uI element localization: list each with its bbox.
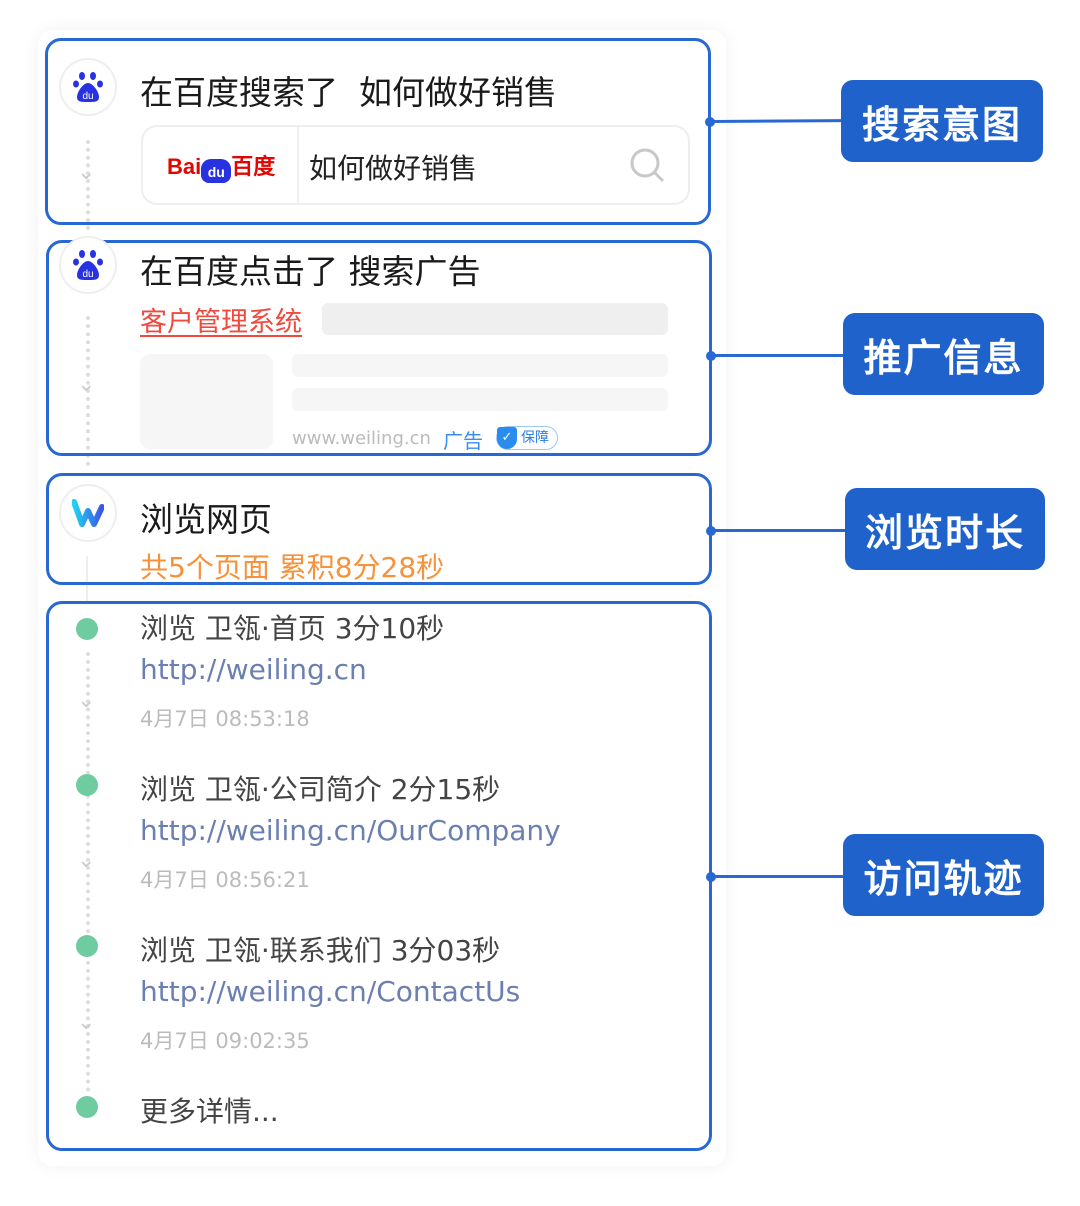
ad-domain: www.weiling.cn [292, 428, 431, 449]
ad-title: 在百度点击了 搜索广告 [140, 252, 481, 291]
svg-text:du: du [82, 91, 93, 102]
ad-link[interactable]: 客户管理系统 [140, 307, 302, 338]
chevron-down-icon: ⌄ [77, 160, 96, 185]
chevron-down-icon: ⌄ [77, 688, 96, 713]
placeholder-bar [292, 388, 668, 411]
label-browse-duration: 浏览时长 [845, 488, 1045, 570]
divider [297, 127, 299, 203]
visit-url[interactable]: http://weiling.cn/OurCompany [140, 814, 561, 847]
timeline-dot [76, 1096, 98, 1118]
search-query-input[interactable]: 如何做好销售 [309, 152, 478, 185]
timeline-line [86, 556, 88, 604]
browse-title: 浏览网页 [140, 500, 272, 539]
visit-title: 浏览 卫瓴·首页 3分10秒 [140, 612, 445, 645]
placeholder-image [140, 354, 273, 449]
visit-time: 4月7日 08:53:18 [140, 707, 310, 731]
visit-title: 浏览 卫瓴·联系我们 3分03秒 [140, 934, 501, 967]
visit-title: 浏览 卫瓴·公司简介 2分15秒 [140, 773, 501, 806]
more-details-link[interactable]: 更多详情... [140, 1095, 279, 1128]
guarantee-badge: ✓ 保障 [496, 426, 558, 450]
baidu-paw-icon: du [73, 72, 103, 102]
timeline-dot [76, 774, 98, 796]
shield-check-icon: ✓ [497, 427, 517, 449]
badge-text: 保障 [521, 430, 549, 446]
placeholder-bar [292, 354, 668, 377]
visit-time: 4月7日 09:02:35 [140, 1029, 310, 1053]
connector-line [709, 119, 843, 123]
placeholder-bar [322, 303, 668, 335]
connector-line [711, 875, 844, 878]
search-title: 在百度搜索了 如何做好销售 [140, 73, 557, 112]
chevron-down-icon: ⌄ [77, 848, 96, 873]
timeline-line [86, 316, 90, 466]
label-search-intent: 搜索意图 [841, 80, 1043, 162]
timeline-line [86, 140, 90, 230]
baidu-paw-icon: du [73, 250, 103, 280]
search-intent-box [45, 38, 711, 225]
baidu-avatar: du [59, 58, 117, 116]
connector-line [711, 354, 844, 357]
baidu-avatar: du [59, 236, 117, 294]
visit-url[interactable]: http://weiling.cn [140, 653, 367, 686]
timeline-line [86, 652, 90, 1092]
timeline-card [38, 30, 726, 1166]
search-icon[interactable] [629, 147, 667, 185]
timeline-dot [76, 935, 98, 957]
weiling-avatar [59, 484, 117, 542]
chevron-down-icon: ⌄ [77, 372, 96, 397]
weiling-logo-icon [72, 499, 104, 527]
ad-info-box [46, 240, 712, 456]
ad-tag: 广告 [443, 429, 483, 453]
connector-line [711, 529, 846, 532]
timeline-dot [76, 618, 98, 640]
visit-url[interactable]: http://weiling.cn/ContactUs [140, 975, 521, 1008]
browse-summary: 共5个页面 累积8分28秒 [140, 551, 445, 584]
label-visit-trail: 访问轨迹 [843, 834, 1044, 916]
visit-time: 4月7日 08:56:21 [140, 868, 310, 892]
label-ad-info: 推广信息 [843, 313, 1044, 395]
svg-text:du: du [82, 269, 93, 280]
chevron-down-icon: ⌄ [77, 1010, 96, 1035]
